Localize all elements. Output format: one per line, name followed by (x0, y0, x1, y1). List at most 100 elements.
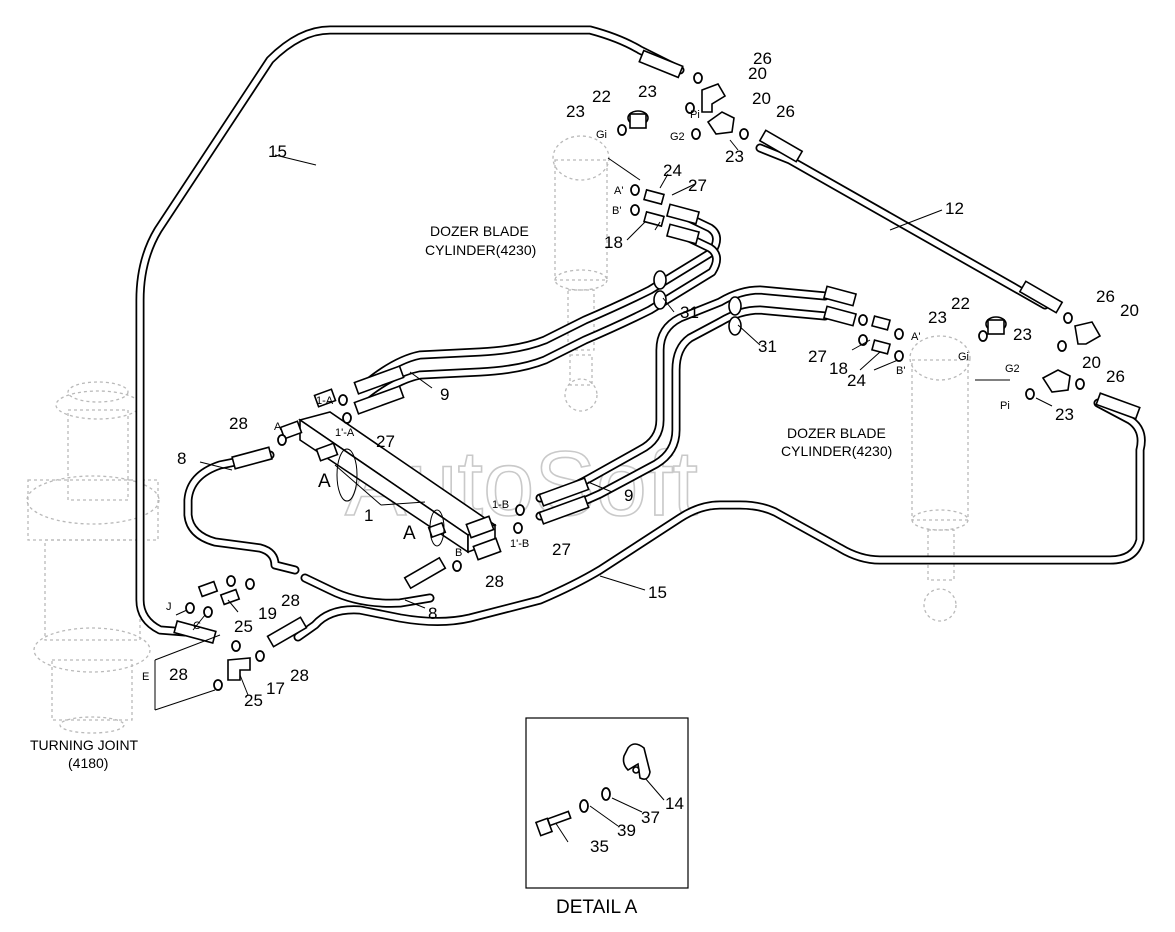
bolt-35-detail (534, 810, 572, 837)
callout-24: 24 (663, 161, 682, 180)
part-callouts: 26 20 23 22 23 20 26 23 24 27 18 15 12 3… (169, 49, 1139, 710)
callout-27: 27 (808, 347, 827, 366)
callout-22: 22 (592, 87, 611, 106)
port-g2-right: G2 (1005, 363, 1020, 375)
port-b-prime-top: B' (612, 205, 621, 217)
hose-end-fittings (173, 49, 1141, 648)
callout-27: 27 (376, 432, 395, 451)
hose-9-pair-upper (360, 211, 721, 410)
callout-28: 28 (281, 591, 300, 610)
callout-9: 9 (440, 385, 449, 404)
callout-24: 24 (847, 371, 866, 390)
port-pi-top: Pi (690, 109, 700, 121)
leader-lines (154, 139, 1053, 843)
callout-1: 1 (364, 506, 373, 525)
hose-8-lower (300, 573, 435, 608)
port-valve-1b: 1-B (492, 499, 509, 511)
port-valve-1a: 1-A (316, 395, 334, 407)
port-a-prime-top: A' (614, 185, 623, 197)
port-valve-1pa: 1'-A (335, 427, 355, 439)
port-valve-b: B (455, 547, 462, 559)
callout-20: 20 (1082, 353, 1101, 372)
callout-28: 28 (485, 572, 504, 591)
port-pi-right: Pi (1000, 400, 1010, 412)
port-joint-e: E (142, 671, 149, 683)
port-g2-top: G2 (670, 131, 685, 143)
callout-25: 25 (234, 617, 253, 636)
dozer-cylinder-right-outline (909, 335, 971, 622)
callout-20: 20 (1120, 301, 1139, 320)
callout-15: 15 (648, 583, 667, 602)
callout-26: 26 (776, 102, 795, 121)
detail-a-title: DETAIL A (556, 897, 638, 918)
hose-12 (755, 143, 1050, 310)
callout-26: 26 (1096, 287, 1115, 306)
callout-14: 14 (665, 794, 684, 813)
dozer-cylinder-right-caption-1: DOZER BLADE (787, 425, 886, 441)
view-markers: A A (318, 448, 445, 547)
port-gi-top: Gi (596, 129, 607, 141)
callout-20: 20 (752, 89, 771, 108)
callout-23: 23 (566, 102, 585, 121)
callout-22: 22 (951, 294, 970, 313)
callout-26: 26 (1106, 367, 1125, 386)
port-joint-j: J (166, 601, 172, 613)
callout-26: 26 (753, 49, 772, 68)
detail-a-panel: 14 37 39 35 DETAIL A (525, 717, 689, 918)
component-captions: DOZER BLADE CYLINDER(4230) DOZER BLADE C… (30, 223, 892, 771)
washer-39-detail (579, 799, 589, 813)
callout-23: 23 (638, 82, 657, 101)
clamp-14-detail (622, 743, 651, 780)
callout-17: 17 (266, 679, 285, 698)
callout-35: 35 (590, 837, 609, 856)
callout-37: 37 (641, 808, 660, 827)
callout-31: 31 (680, 303, 699, 322)
callout-28: 28 (229, 414, 248, 433)
callout-19: 19 (258, 604, 277, 623)
port-valve-1pb: 1'-B (510, 538, 529, 550)
callout-9: 9 (624, 486, 633, 505)
callout-27: 27 (688, 176, 707, 195)
dozer-cylinder-right-caption-2: CYLINDER(4230) (781, 443, 892, 459)
turning-joint-caption-2: (4180) (68, 755, 108, 771)
hose-15-lower (293, 398, 1146, 642)
callout-18: 18 (829, 359, 848, 378)
port-labels: Pi Gi G2 A' B' Gi G2 Pi A' B' 1-A 1'-A A… (142, 109, 1020, 683)
callout-25: 25 (244, 691, 263, 710)
callout-28: 28 (290, 666, 309, 685)
o-rings (185, 72, 1085, 691)
callout-20: 20 (748, 64, 767, 83)
callout-31: 31 (758, 337, 777, 356)
elbow-fittings-20 (701, 83, 1102, 393)
view-marker-a2: A (403, 523, 416, 544)
callout-8: 8 (428, 604, 437, 623)
port-a-prime-right: A' (911, 331, 920, 343)
connector-fittings (197, 188, 892, 606)
plug-fittings-22 (627, 110, 1007, 335)
port-valve-a: A (274, 421, 282, 433)
tee-fitting-17 (227, 657, 251, 681)
dozer-cylinder-upper-caption-1: DOZER BLADE (430, 223, 529, 239)
dozer-cylinder-upper-caption-2: CYLINDER(4230) (425, 242, 536, 258)
callout-23: 23 (725, 147, 744, 166)
callout-39: 39 (617, 821, 636, 840)
dozer-cylinder-upper-outline (552, 135, 610, 412)
callout-28: 28 (169, 665, 188, 684)
hose-8-upper (183, 450, 300, 575)
callout-18: 18 (604, 233, 623, 252)
turning-joint-caption-1: TURNING JOINT (30, 737, 139, 753)
hose-clamps-31 (653, 270, 742, 336)
callout-15: 15 (268, 142, 287, 161)
callout-8: 8 (177, 449, 186, 468)
callout-23: 23 (1013, 325, 1032, 344)
washer-37-detail (601, 787, 611, 801)
port-gi-right: Gi (958, 351, 969, 363)
view-marker-a1: A (318, 471, 331, 492)
callout-23: 23 (928, 308, 947, 327)
port-b-prime-right: B' (896, 365, 905, 377)
callout-12: 12 (945, 199, 964, 218)
hose-15-upper (135, 25, 685, 637)
callout-23: 23 (1055, 405, 1074, 424)
port-joint-c: C (193, 620, 201, 632)
